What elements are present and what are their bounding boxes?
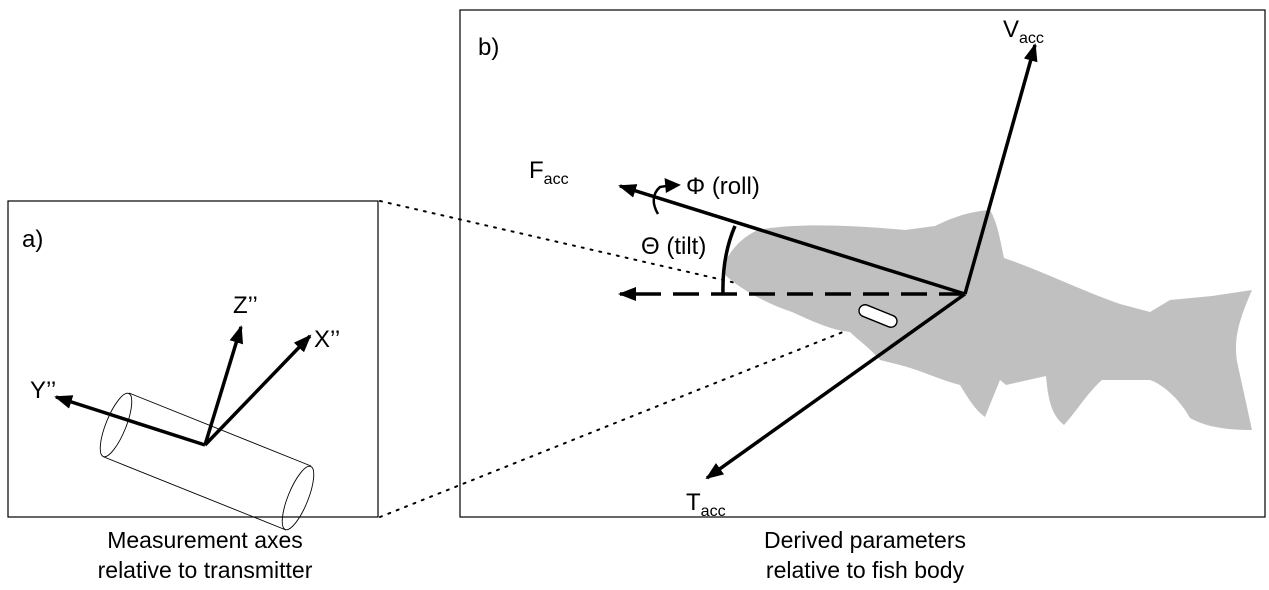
axis-z-label: Z’’ xyxy=(233,292,258,319)
v-acc-label: Vacc xyxy=(1003,16,1044,47)
v-acc-arrow xyxy=(963,43,1038,295)
tilt-label: Θ (tilt) xyxy=(641,233,706,260)
panel-a: a) Z’’ X’’ Y’’ xyxy=(7,200,379,531)
panel-b-caption-line1: Derived parameters xyxy=(764,527,966,553)
f-acc-label: Facc xyxy=(529,157,569,188)
axis-z-arrow xyxy=(203,325,244,446)
transmitter-cylinder xyxy=(99,392,315,531)
panel-b: b) Vacc Facc Tacc Φ xyxy=(459,9,1266,520)
panel-a-caption-line1: Measurement axes xyxy=(107,527,303,553)
panel-b-caption: Derived parameters relative to fish body xyxy=(620,525,1110,585)
roll-indicator-icon xyxy=(652,178,681,215)
axis-x-arrow xyxy=(203,334,312,447)
axis-x-label: X’’ xyxy=(314,326,340,353)
t-acc-label: Tacc xyxy=(686,489,726,520)
panel-a-caption: Measurement axes relative to transmitter xyxy=(40,525,370,585)
fish-silhouette xyxy=(722,210,1252,430)
panel-b-caption-line2: relative to fish body xyxy=(765,557,965,583)
roll-label: Φ (roll) xyxy=(686,173,760,200)
axis-y-label: Y’’ xyxy=(30,377,56,404)
panel-b-frame xyxy=(459,9,1266,518)
transmitter-capsule xyxy=(858,304,898,328)
panel-a-tag: a) xyxy=(22,226,43,253)
tilt-angle-arc xyxy=(721,225,737,295)
measurement-axes xyxy=(54,325,312,447)
t-acc-arrow xyxy=(705,292,967,480)
panel-b-tag: b) xyxy=(478,34,499,61)
axis-y-arrow xyxy=(54,395,206,447)
f-acc-arrow xyxy=(618,184,966,296)
panel-a-frame xyxy=(7,200,379,518)
panel-a-caption-line2: relative to transmitter xyxy=(97,557,313,583)
